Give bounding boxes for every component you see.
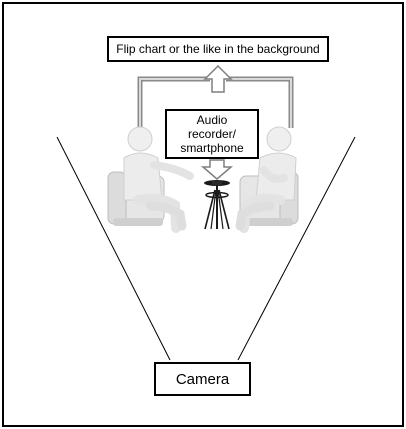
flip-chart-arrow <box>137 64 294 128</box>
flip-chart-label: Flip chart or the like in the background <box>107 36 329 62</box>
camera-view-line-left <box>56 136 171 361</box>
side-table <box>204 180 230 230</box>
right-person-figure <box>235 126 297 233</box>
audio-recorder-label: Audio recorder/ smartphone <box>165 109 259 159</box>
camera-view-line-right <box>237 136 356 361</box>
audio-down-arrow <box>200 159 234 180</box>
left-person-figure <box>123 126 194 233</box>
camera-label: Camera <box>154 362 251 396</box>
